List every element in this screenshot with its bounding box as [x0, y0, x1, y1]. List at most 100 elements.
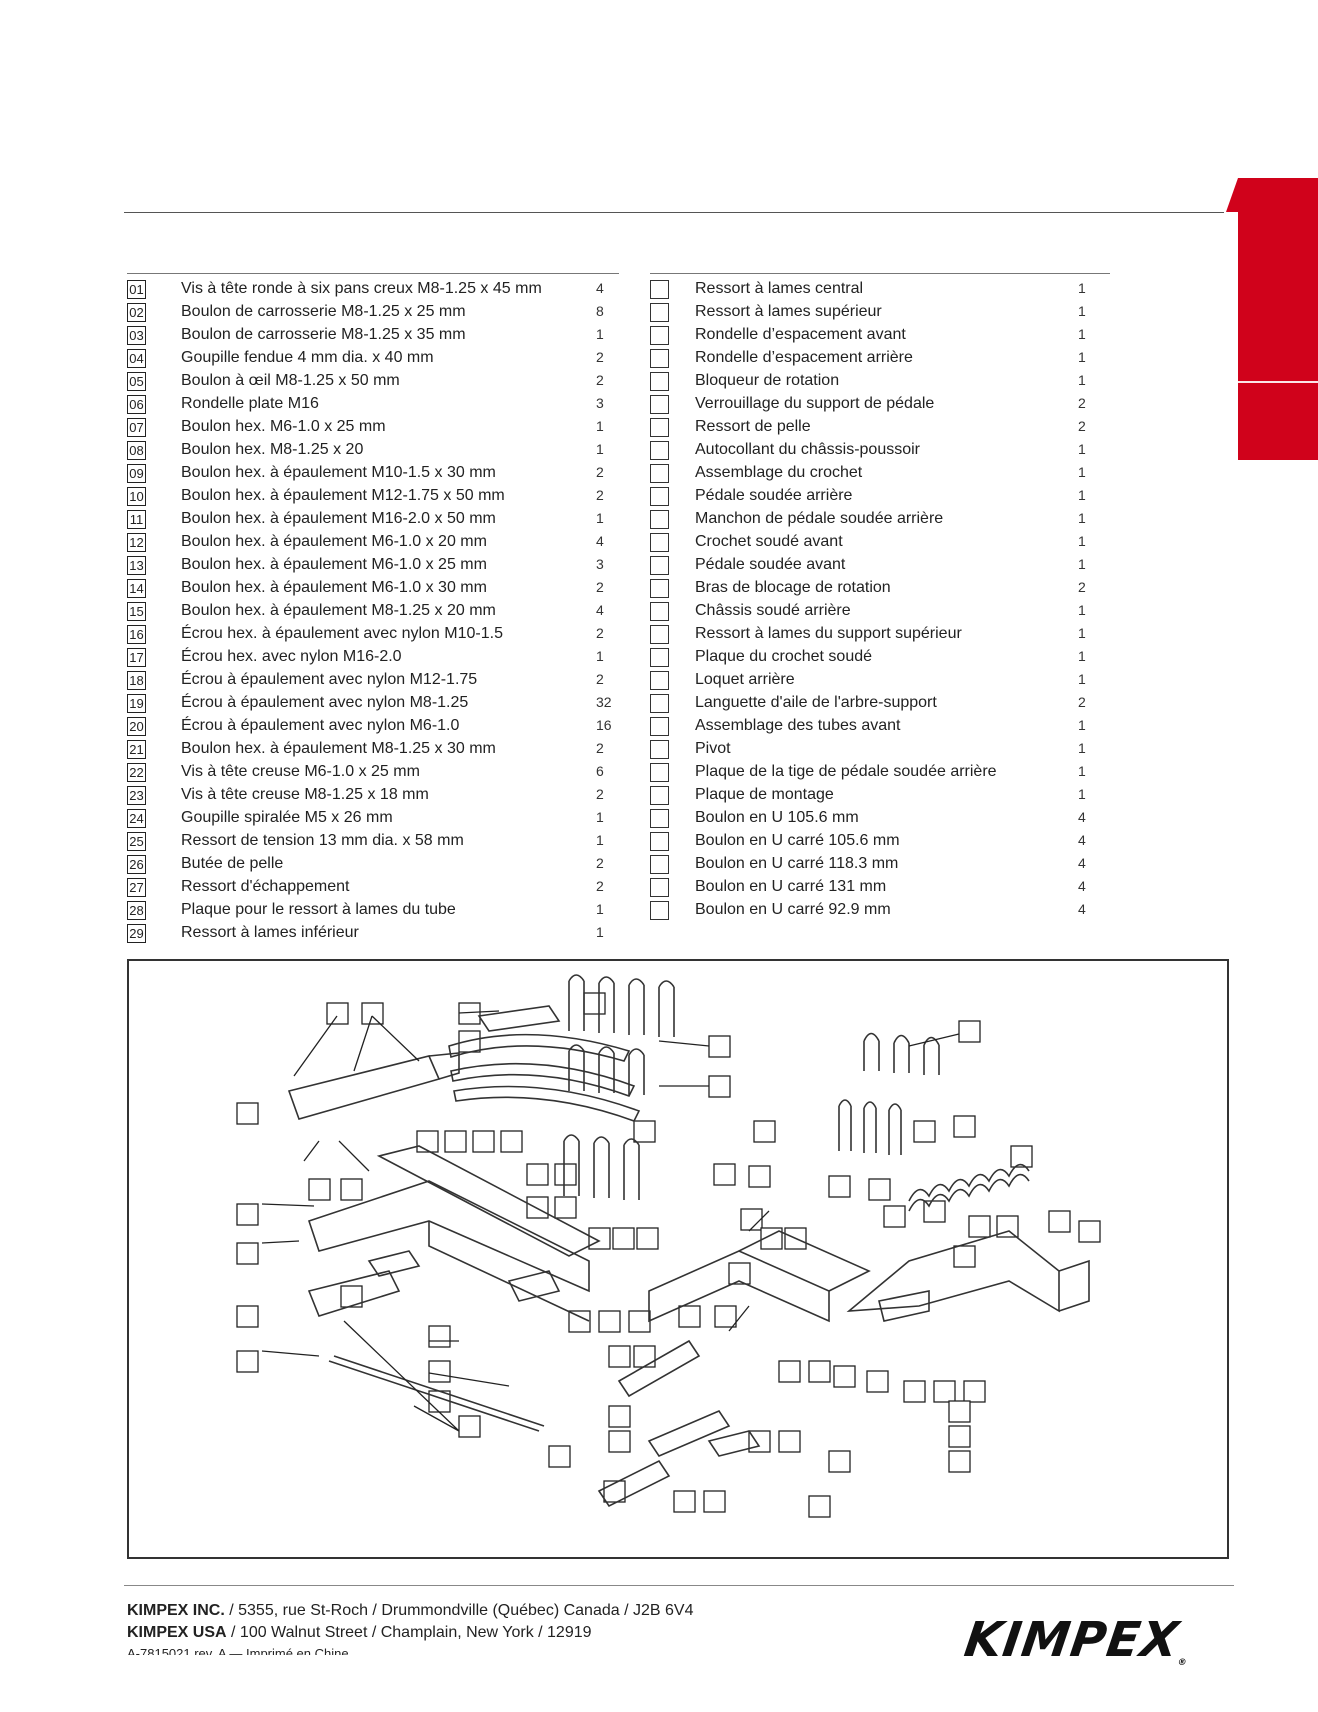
callout-box [673, 1490, 696, 1513]
callout-box [526, 1196, 549, 1219]
part-description: Verrouillage du support de pédale [695, 395, 935, 412]
part-checkbox[interactable] [650, 671, 669, 690]
callout-box [598, 1310, 621, 1333]
part-quantity: 1 [1078, 533, 1086, 549]
part-checkbox[interactable] [650, 809, 669, 828]
part-quantity: 4 [1078, 855, 1086, 871]
part-quantity: 1 [1078, 510, 1086, 526]
part-description: Vis à tête ronde à six pans creux M8-1.2… [181, 280, 542, 297]
callout-box [713, 1163, 736, 1186]
callout-box [748, 1430, 771, 1453]
part-checkbox[interactable] [650, 349, 669, 368]
part-description: Plaque de la tige de pédale soudée arriè… [695, 763, 997, 780]
part-description: Ressort de tension 13 mm dia. x 58 mm [181, 832, 464, 849]
callout-box [748, 1165, 771, 1188]
part-checkbox[interactable] [650, 464, 669, 483]
callout-box [963, 1380, 986, 1403]
part-quantity: 2 [596, 464, 604, 480]
part-quantity: 2 [596, 349, 604, 365]
part-checkbox[interactable] [650, 303, 669, 322]
callout-box [633, 1345, 656, 1368]
part-checkbox[interactable] [650, 510, 669, 529]
document-reference: A-7815021 rev. A — Imprimé en Chine [127, 1647, 349, 1655]
part-number: 12 [127, 533, 146, 552]
part-checkbox[interactable] [650, 395, 669, 414]
part-checkbox[interactable] [650, 763, 669, 782]
part-checkbox[interactable] [650, 579, 669, 598]
part-checkbox[interactable] [650, 533, 669, 552]
callout-box [778, 1360, 801, 1383]
callout-box [608, 1430, 631, 1453]
part-quantity: 1 [596, 441, 604, 457]
callout-box [703, 1490, 726, 1513]
callout-box [953, 1245, 976, 1268]
part-checkbox[interactable] [650, 855, 669, 874]
callout-box [933, 1380, 956, 1403]
part-checkbox[interactable] [650, 326, 669, 345]
part-quantity: 2 [1078, 694, 1086, 710]
part-description: Écrou hex. à épaulement avec nylon M10-1… [181, 625, 503, 642]
part-quantity: 2 [596, 372, 604, 388]
part-description: Boulon à œil M8-1.25 x 50 mm [181, 372, 400, 389]
part-checkbox[interactable] [650, 832, 669, 851]
callout-box [236, 1305, 259, 1328]
part-quantity: 4 [596, 602, 604, 618]
part-number: 07 [127, 418, 146, 437]
part-number: 14 [127, 579, 146, 598]
part-checkbox[interactable] [650, 786, 669, 805]
callout-box [608, 1345, 631, 1368]
part-quantity: 1 [1078, 740, 1086, 756]
part-number: 10 [127, 487, 146, 506]
part-checkbox[interactable] [650, 901, 669, 920]
callout-box [583, 992, 606, 1015]
callout-box [828, 1450, 851, 1473]
part-description: Boulon hex. à épaulement M8-1.25 x 20 mm [181, 602, 496, 619]
callout-box [608, 1405, 631, 1428]
part-checkbox[interactable] [650, 487, 669, 506]
part-checkbox[interactable] [650, 625, 669, 644]
part-checkbox[interactable] [650, 556, 669, 575]
callout-box [948, 1425, 971, 1448]
part-checkbox[interactable] [650, 441, 669, 460]
part-number: 09 [127, 464, 146, 483]
part-checkbox[interactable] [650, 648, 669, 667]
part-checkbox[interactable] [650, 602, 669, 621]
part-checkbox[interactable] [650, 717, 669, 736]
callout-box [866, 1370, 889, 1393]
part-checkbox[interactable] [650, 372, 669, 391]
callout-box [236, 1242, 259, 1265]
part-checkbox[interactable] [650, 878, 669, 897]
part-description: Écrou hex. avec nylon M16-2.0 [181, 648, 402, 665]
part-description: Boulon en U carré 118.3 mm [695, 855, 899, 872]
part-number: 29 [127, 924, 146, 943]
parts-row: Boulon en U carré 118.3 mm 4 [650, 852, 1110, 875]
part-description: Goupille spiralée M5 x 26 mm [181, 809, 393, 826]
callout-box [326, 1002, 349, 1025]
part-checkbox[interactable] [650, 418, 669, 437]
callout-box [903, 1380, 926, 1403]
callout-box [628, 1310, 651, 1333]
part-quantity: 1 [596, 510, 604, 526]
part-checkbox[interactable] [650, 694, 669, 713]
callout-box [833, 1365, 856, 1388]
address-kimpex-usa: KIMPEX USA / 100 Walnut Street / Champla… [127, 1624, 592, 1642]
callout-box [948, 1450, 971, 1473]
callout-box [996, 1215, 1019, 1238]
part-checkbox[interactable] [650, 280, 669, 299]
part-checkbox[interactable] [650, 740, 669, 759]
diagram-drawing [236, 974, 1101, 1518]
part-quantity: 1 [596, 809, 604, 825]
